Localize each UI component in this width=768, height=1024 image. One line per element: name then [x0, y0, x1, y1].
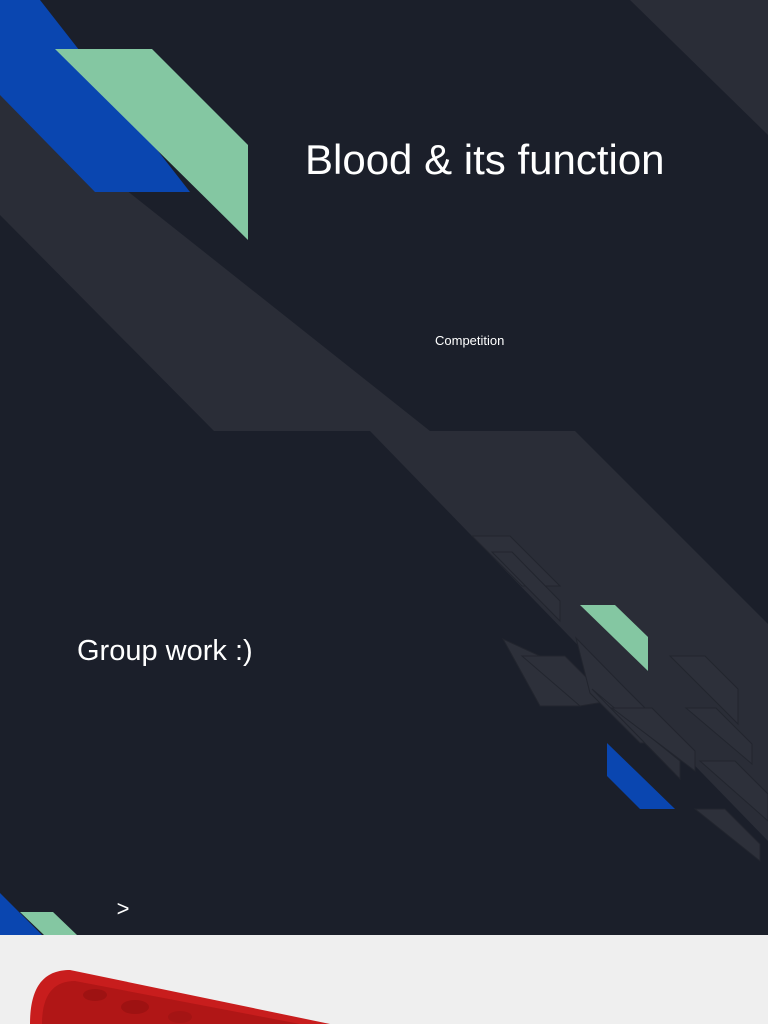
next-slide-preview: [0, 935, 768, 1024]
slide-subtitle: Competition: [435, 333, 505, 348]
green-corner-stripe: [20, 912, 77, 935]
gray-band-corner: [630, 0, 768, 135]
slide-decoration: [0, 431, 768, 935]
green-stripe: [55, 49, 248, 240]
group-work-slide: Group work :) >: [0, 431, 768, 935]
blue-stripe: [0, 0, 190, 192]
next-slide-button[interactable]: >: [108, 894, 138, 924]
title-slide: Blood & its function Competition: [0, 0, 768, 431]
chevron-right-icon: >: [116, 896, 130, 921]
tile-cluster: [470, 535, 768, 863]
blood-vessel-image: [30, 970, 330, 1024]
blue-tile: [607, 743, 675, 809]
slide-heading: Group work :): [77, 635, 253, 667]
gray-band-diagonal: [370, 431, 768, 841]
blue-corner-stripe: [0, 893, 42, 935]
slide-decoration: [0, 0, 768, 431]
green-tile: [580, 605, 648, 671]
slide-title: Blood & its function: [305, 136, 665, 183]
